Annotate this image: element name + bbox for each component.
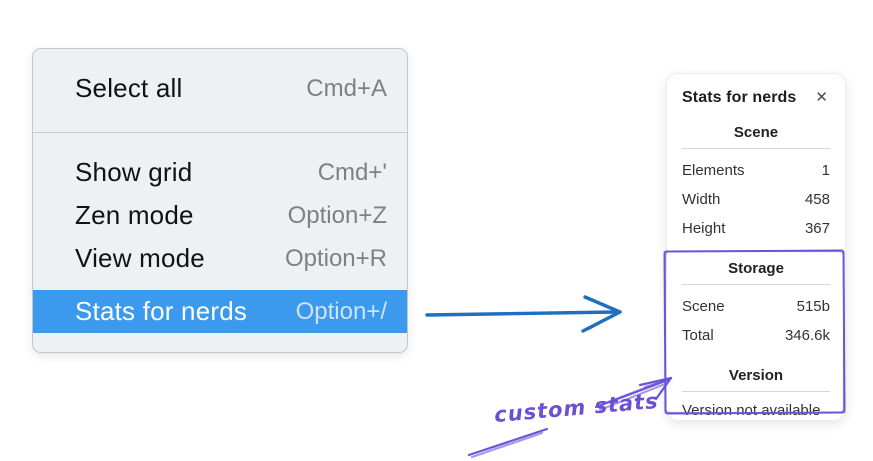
- stat-value: 346.6k: [784, 327, 830, 344]
- stat-label: Width: [682, 191, 721, 208]
- menu-divider: [33, 132, 407, 133]
- section-rule: [682, 284, 830, 285]
- section-rule: [682, 391, 830, 392]
- section-heading: Scene: [733, 124, 779, 141]
- stats-section-storage: Storage Scene 515b Total 346.6k: [682, 260, 830, 350]
- flow-arrow-icon: [425, 295, 622, 333]
- stat-value: 1: [821, 162, 830, 179]
- menu-item-label: Stats for nerds: [75, 296, 248, 326]
- annotation-label: custom stats: [493, 388, 660, 428]
- section-heading: Storage: [728, 260, 784, 277]
- menu-item-stats-for-nerds[interactable]: Stats for nerds Option+/: [33, 290, 407, 333]
- stat-label: Height: [682, 220, 726, 237]
- menu-item-label: Show grid: [75, 157, 193, 187]
- stats-panel: Stats for nerds ✕ Scene Elements 1 Width…: [666, 73, 846, 421]
- stats-section-scene: Scene Elements 1 Width 458 Height 367: [682, 124, 830, 243]
- stat-value: 458: [804, 191, 830, 208]
- version-note: Version not available: [682, 402, 821, 419]
- menu-item-shortcut: Option+R: [284, 244, 387, 272]
- close-icon[interactable]: ✕: [815, 89, 828, 106]
- menu-item-shortcut: Option+/: [295, 297, 387, 325]
- stat-value: 515b: [796, 298, 830, 315]
- menu-item-zen-mode[interactable]: Zen mode Option+Z: [33, 194, 407, 237]
- stat-row-scene-size: Scene 515b: [682, 292, 830, 321]
- stat-value: 367: [804, 220, 830, 237]
- menu-item-shortcut: Cmd+A: [306, 74, 387, 102]
- menu-item-select-all[interactable]: Select all Cmd+A: [33, 67, 407, 110]
- context-menu: Select all Cmd+A Show grid Cmd+' Zen mod…: [32, 48, 408, 353]
- stats-panel-title: Stats for nerds: [682, 88, 797, 106]
- stat-label: Total: [682, 327, 714, 344]
- stat-row-elements: Elements 1: [682, 156, 830, 185]
- menu-item-shortcut: Option+Z: [287, 201, 387, 229]
- stat-row-height: Height 367: [682, 214, 830, 243]
- menu-item-label: View mode: [75, 243, 205, 273]
- menu-item-shortcut: Cmd+': [317, 158, 387, 186]
- menu-item-show-grid[interactable]: Show grid Cmd+': [33, 151, 407, 194]
- stat-label: Scene: [682, 298, 725, 315]
- section-heading: Version: [728, 367, 784, 384]
- menu-item-view-mode[interactable]: View mode Option+R: [33, 237, 407, 280]
- menu-item-label: Select all: [75, 73, 183, 103]
- stat-row-width: Width 458: [682, 185, 830, 214]
- stat-row-total-size: Total 346.6k: [682, 321, 830, 350]
- stats-section-version: Version Version not available: [682, 367, 830, 423]
- stat-label: Elements: [682, 162, 745, 179]
- menu-item-label: Zen mode: [75, 200, 194, 230]
- section-rule: [682, 148, 830, 149]
